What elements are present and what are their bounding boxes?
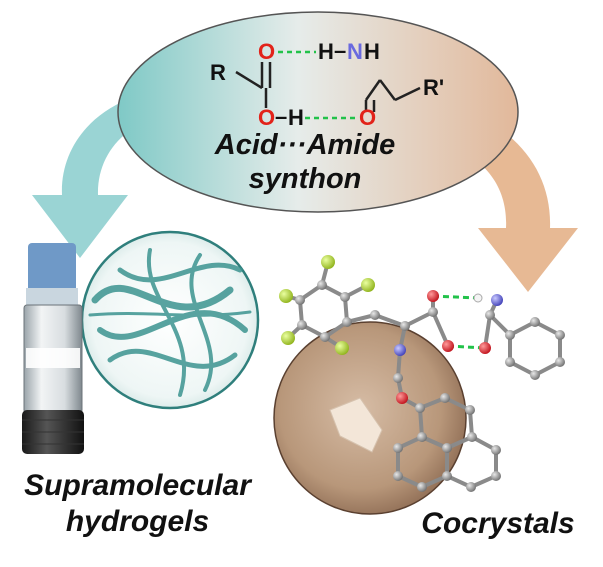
hydrogels-label-line1: Supramolecular <box>24 469 251 502</box>
atom-h-mid: H <box>288 105 304 130</box>
cocrystals-label: Cocrystals <box>421 507 575 540</box>
atom-o-right: O <box>359 105 376 130</box>
atom-o-top: O <box>258 39 275 64</box>
synthon-hbonds <box>278 50 358 120</box>
synthon-oval <box>117 11 519 213</box>
crystal-atoms <box>279 255 565 492</box>
synthon-label-line2: synthon <box>248 163 362 195</box>
synthon-label: Acid···Amide synthon <box>190 128 420 196</box>
atom-r-prime: R' <box>423 75 444 100</box>
atom-h-top: H <box>318 39 334 64</box>
hydrogels-label: Supramolecular hydrogels <box>0 468 275 540</box>
atom-dash-top: – <box>334 38 346 63</box>
arrow-left-curve <box>32 95 155 258</box>
atom-n: N <box>347 39 363 64</box>
crystal-shard <box>329 397 383 453</box>
hydrogels-label-line2: hydrogels <box>65 505 210 538</box>
crystal-hbonds <box>432 294 486 350</box>
gel-fibers <box>88 248 252 397</box>
synthon-label-line1: Acid···Amide <box>214 129 396 161</box>
synthon-bonds <box>235 62 421 112</box>
atom-dash-mid: – <box>275 104 287 129</box>
gel-vial <box>22 243 84 454</box>
atom-r: R <box>210 60 226 85</box>
atom-o-left: O <box>258 105 275 130</box>
atom-h-n: H <box>364 39 380 64</box>
